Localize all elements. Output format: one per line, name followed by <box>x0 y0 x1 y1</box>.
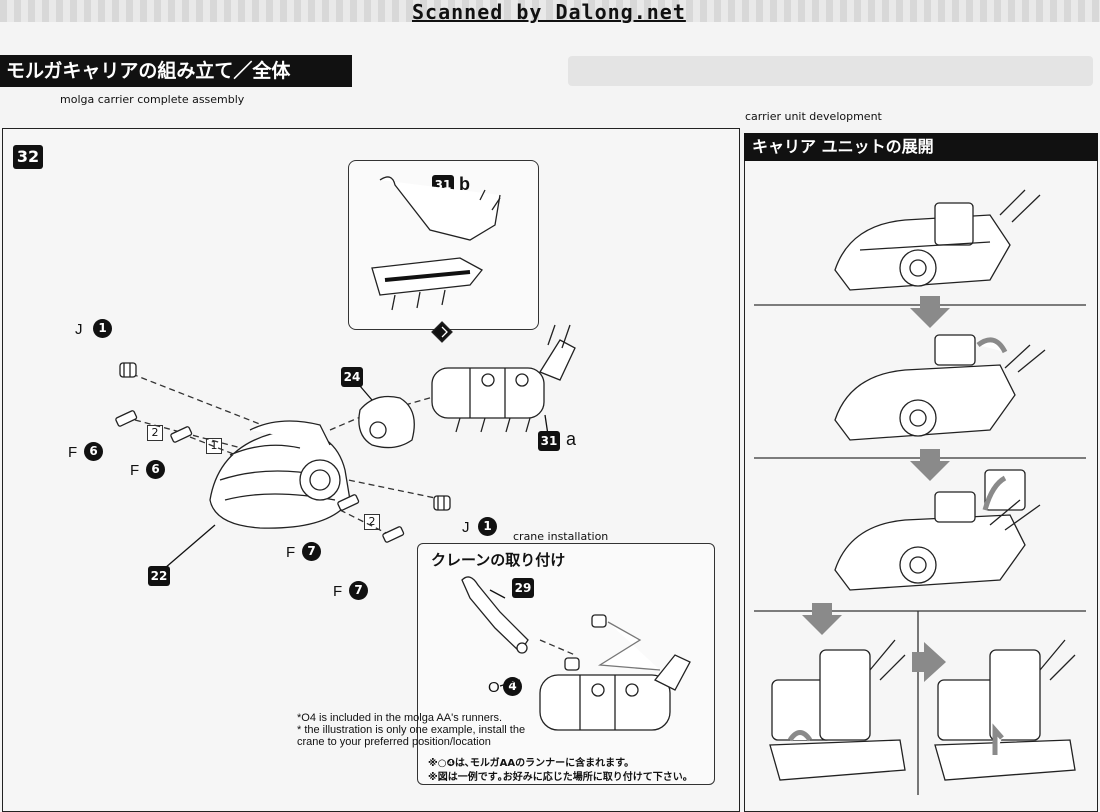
scan-credit: Scanned by Dalong.net <box>412 0 686 24</box>
callout-connector <box>431 321 453 343</box>
development-label: carrier unit development <box>745 110 882 123</box>
step-number: 32 <box>13 145 43 169</box>
part-number-badge: 6 <box>84 442 103 461</box>
part-letter: J <box>462 519 470 536</box>
development-title: キャリア ユニットの展開 <box>744 133 1098 161</box>
part-letter: F <box>333 583 343 600</box>
assembly-letter: a <box>566 429 577 449</box>
page-subtitle: molga carrier complete assembly <box>60 93 245 106</box>
part-letter: F <box>130 462 140 479</box>
bleed-through-title <box>568 56 1093 86</box>
callout-box-31b <box>348 160 539 330</box>
assembly-31a <box>431 324 576 436</box>
part-f7-pegs <box>337 494 405 543</box>
crane-note-en: * the illustration is only one example, … <box>297 724 526 736</box>
assembly-31b <box>371 176 501 311</box>
part-number-badge: 1 <box>93 319 112 338</box>
part-letter: F <box>68 444 78 461</box>
part-number-badge: 7 <box>349 581 368 600</box>
assembly-badge: 22 <box>148 566 170 586</box>
part-number-badge: 7 <box>302 542 321 561</box>
development-stage-3 <box>834 469 1041 591</box>
runner-part-number: 4 <box>503 677 522 696</box>
part-f6-pegs <box>115 410 193 443</box>
crane-part-badge: 29 <box>512 578 534 598</box>
part-number-badge: 6 <box>146 460 165 479</box>
development-stage-4b <box>934 639 1076 781</box>
top-border-band <box>0 0 1100 22</box>
development-stage-1 <box>834 189 1041 291</box>
runner-part-letter: O <box>488 679 500 696</box>
crane-note-jp: ※○❹は､モルガAAのランナーに含まれます。 <box>428 758 635 769</box>
part-letter: F <box>286 544 296 561</box>
development-stage-4a <box>769 639 906 781</box>
development-stage-2 <box>834 334 1046 441</box>
part-j1-top <box>119 362 137 378</box>
main-body-22 <box>164 420 351 569</box>
part-letter: J <box>75 321 83 338</box>
callout-part-letter: b <box>459 174 470 194</box>
assembly-badge: 24 <box>341 367 363 387</box>
crane-label: crane installation <box>513 530 609 543</box>
order-mark: 2 <box>364 514 380 530</box>
part-j1-bottom <box>433 495 451 511</box>
page-title: モルガキャリアの組み立て／全体 <box>0 55 352 87</box>
assembly-badge: 31 <box>538 431 560 451</box>
crane-note-en: *O4 is included in the molga AA's runner… <box>297 712 503 724</box>
development-arrows <box>802 296 950 682</box>
order-mark: 2 <box>147 425 163 441</box>
crane-title: クレーンの取り付け <box>431 551 566 569</box>
crane-note-en: crane to your preferred position/locatio… <box>297 736 491 748</box>
crane-note-jp: ※図は一例です｡お好みに応じた場所に取り付けて下さい。 <box>428 772 693 783</box>
part-number-badge: 1 <box>478 517 497 536</box>
part-24 <box>358 385 415 449</box>
crane-illustration <box>461 576 691 731</box>
